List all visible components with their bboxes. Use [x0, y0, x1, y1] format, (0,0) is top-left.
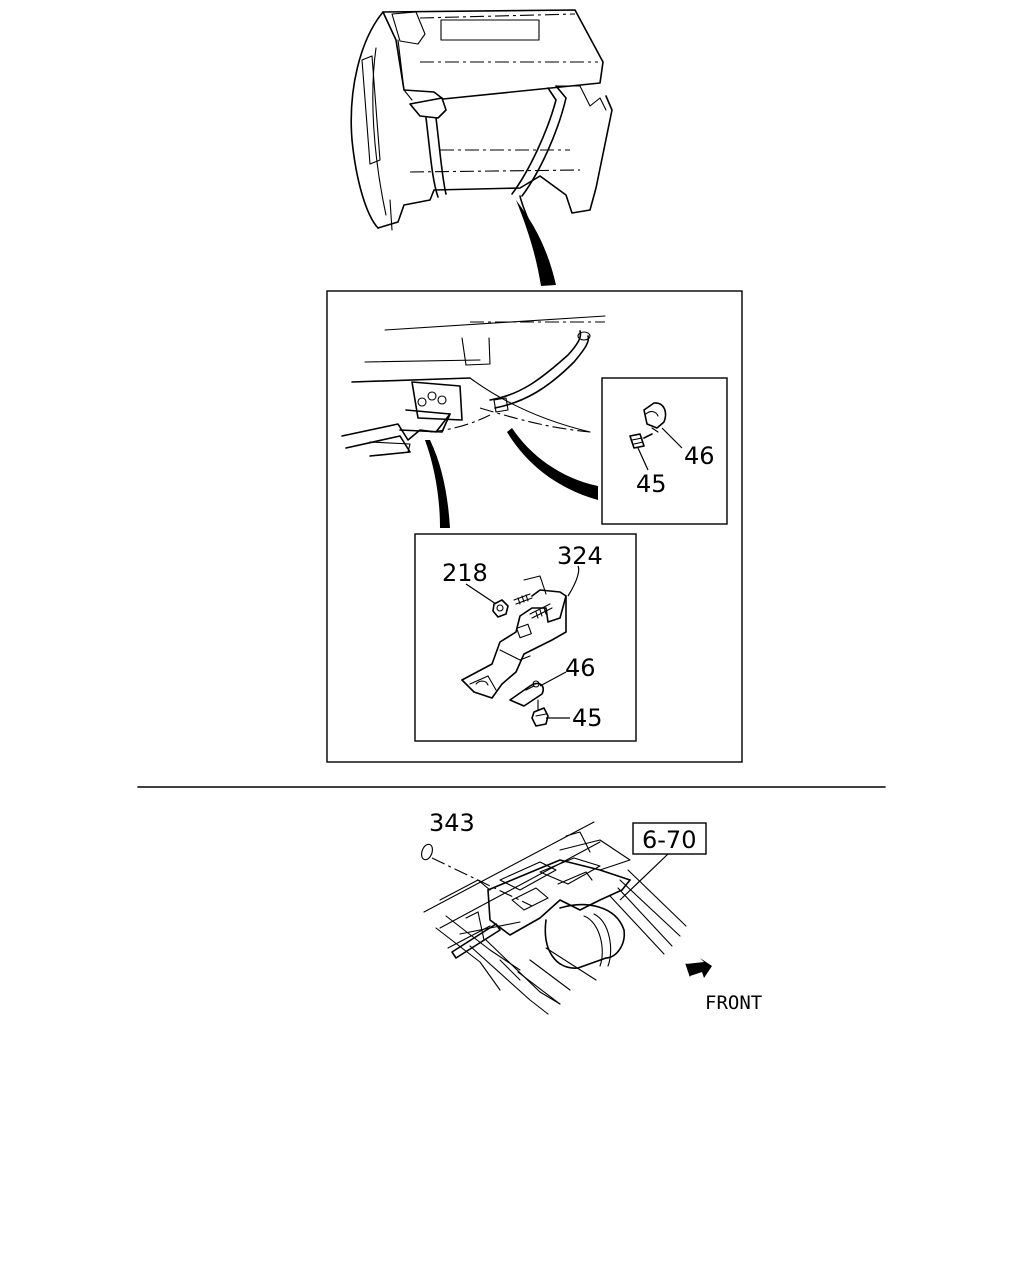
- pointer-to-bracket-inset: [425, 440, 450, 528]
- leader-324: [567, 565, 580, 597]
- pipe-routing-detail: [341, 315, 606, 457]
- callout-324-bracket: 324: [557, 542, 603, 570]
- plug-343: [421, 843, 433, 861]
- ref-6-70-box: [632, 822, 707, 855]
- stud-bolts: [513, 593, 553, 619]
- callout-ref-6-70: 6-70: [642, 826, 696, 854]
- front-direction-label: FRONT: [705, 992, 762, 1014]
- tank-assembly-illustration: [350, 9, 613, 286]
- leader-45-inset: [637, 447, 649, 471]
- callout-343-plug: 343: [429, 809, 475, 837]
- callout-45-screw-bracket: 45: [572, 704, 603, 732]
- bracket-detail-inset: [414, 533, 637, 742]
- callout-46-clip-bracket: 46: [565, 654, 596, 682]
- leader-218: [465, 583, 497, 605]
- callout-45-screw: 45: [636, 470, 667, 498]
- callout-46-clip: 46: [684, 442, 715, 470]
- bracket-324: [461, 575, 567, 699]
- chassis-overview-illustration: [423, 821, 687, 1015]
- clip-detail-inset: [601, 377, 728, 525]
- front-arrow-icon: [685, 958, 712, 978]
- screw-45-bracket: [531, 699, 549, 727]
- nut-218: [492, 599, 509, 618]
- leader-343: [431, 857, 533, 907]
- leader-46-bracket: [539, 671, 567, 687]
- callout-218-nut: 218: [442, 559, 488, 587]
- leader-6-70: [619, 853, 669, 901]
- screw-45: [629, 433, 653, 449]
- leader-46-inset: [661, 427, 683, 449]
- clip-46: [643, 402, 667, 433]
- pointer-to-clip-inset: [507, 428, 598, 500]
